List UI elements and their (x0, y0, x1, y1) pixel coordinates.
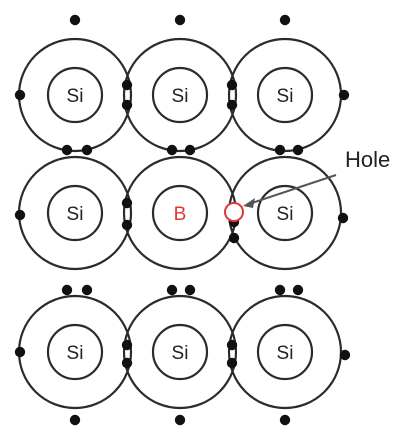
electron-dot (227, 340, 237, 350)
electron-dot (293, 285, 303, 295)
electron-dot (185, 145, 195, 155)
electron-dot (227, 100, 237, 110)
electron-dot (82, 285, 92, 295)
atom-si: Si (19, 39, 131, 151)
atom-si: Si (229, 157, 341, 269)
atom-label: B (174, 204, 187, 225)
atom-si: Si (229, 296, 341, 408)
atom-si: Si (19, 157, 131, 269)
electron-dot (175, 15, 185, 25)
electron-dot (82, 145, 92, 155)
atom-label: Si (277, 343, 294, 364)
atom-label: Si (67, 343, 84, 364)
electron-dot (70, 415, 80, 425)
atom-label: Si (67, 204, 84, 225)
electron-dot (167, 145, 177, 155)
hole-arrow-head (243, 198, 255, 208)
atom-si: Si (124, 39, 236, 151)
electron-dot (122, 340, 132, 350)
electron-dot (338, 213, 348, 223)
electron-dot (227, 358, 237, 368)
electron-dot (339, 90, 349, 100)
electron-dot (280, 415, 290, 425)
electron-dot (62, 285, 72, 295)
electron-dot (15, 347, 25, 357)
atom-label: Si (172, 86, 189, 107)
electron-dot (15, 210, 25, 220)
electron-dot (275, 285, 285, 295)
electron-dot (275, 145, 285, 155)
atom-label: Si (172, 343, 189, 364)
electron-dot (185, 285, 195, 295)
atom-si: Si (19, 296, 131, 408)
electron-dot (340, 350, 350, 360)
hole-pointer-arrow (246, 175, 336, 205)
electron-dot (280, 15, 290, 25)
electron-dot (229, 233, 239, 243)
atom-label: Si (277, 86, 294, 107)
atom-b: B (124, 157, 236, 269)
electron-dot (227, 80, 237, 90)
electron-dot (175, 415, 185, 425)
hole-marker (225, 203, 243, 221)
electron-dot (122, 198, 132, 208)
atom-label: Si (277, 204, 294, 225)
electron-dot (15, 90, 25, 100)
electron-dot (122, 80, 132, 90)
electron-dot (122, 100, 132, 110)
electron-dot (122, 358, 132, 368)
hole-label: Hole (345, 147, 390, 172)
electron-dot (70, 15, 80, 25)
electron-dot (167, 285, 177, 295)
atom-si: Si (124, 296, 236, 408)
electron-dot (293, 145, 303, 155)
atom-label: Si (67, 86, 84, 107)
electron-dot (62, 145, 72, 155)
electron-dot (122, 220, 132, 230)
atom-si: Si (229, 39, 341, 151)
